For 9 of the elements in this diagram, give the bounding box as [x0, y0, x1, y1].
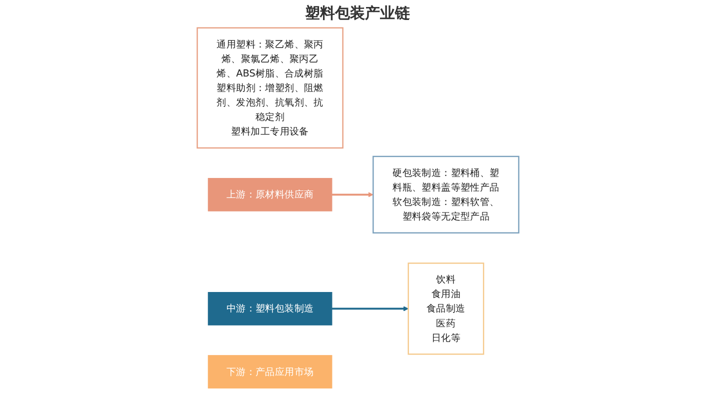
node-box: 硬包装制造：塑料桶、塑料瓶、塑料盖等塑性产品 软包装制造：塑料软管、塑料袋等无定型产品 [372, 156, 519, 234]
node-box: 下游：产品应用市场 [207, 355, 332, 388]
arrow [331, 306, 408, 312]
diagram-title: 塑料包装产业链 [304, 4, 411, 23]
arrow [331, 192, 373, 198]
node-box: 上游：原材料供应商 [207, 178, 332, 212]
node-box: 饮料 食用油 食品制造 医药 日化等 [407, 262, 484, 355]
node-box: 中游：塑料包装制造 [207, 292, 332, 326]
node-box: 通用塑料：聚乙烯、聚丙烯、聚氯乙烯、聚丙乙烯、ABS树脂、合成树脂 塑料助剂：增塑剂、阻燃剂、发泡剂、抗氧剂、抗稳定剂 塑料加工专用设备 [196, 27, 343, 149]
